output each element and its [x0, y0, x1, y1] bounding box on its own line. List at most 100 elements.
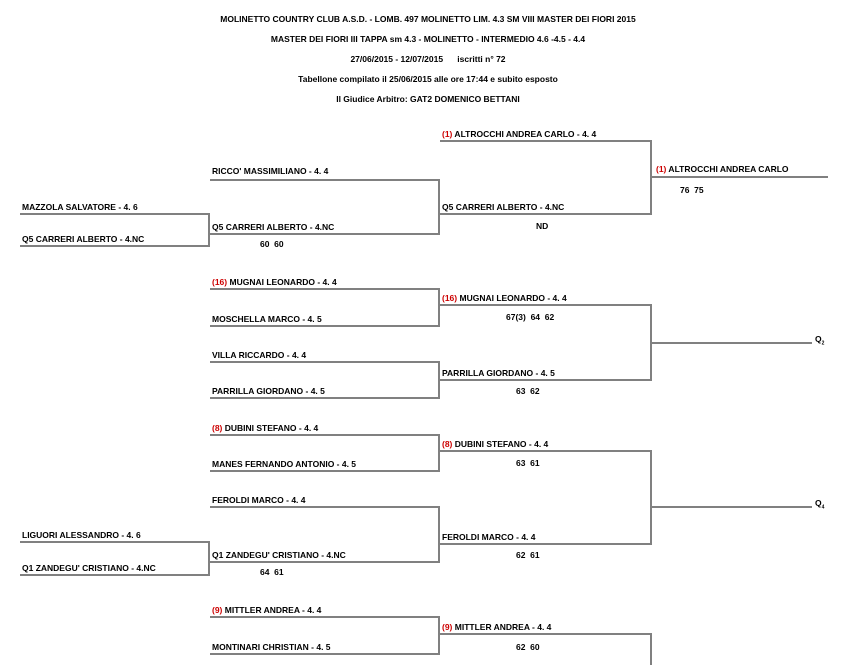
r2-line: [440, 213, 652, 215]
r1-line: [210, 325, 440, 327]
player-name: DUBINI STEFANO - 4. 4: [222, 423, 319, 433]
r2-line: [440, 304, 652, 306]
r2-line: [440, 543, 652, 545]
r1-line: [210, 470, 440, 472]
r2-player: (16) MUGNAI LEONARDO - 4. 4: [442, 293, 567, 303]
r2-score: 63 62: [516, 386, 540, 396]
player-name: FEROLDI MARCO - 4. 4: [442, 532, 536, 542]
r2-score: ND: [536, 221, 549, 231]
seed: (8): [442, 439, 453, 449]
r2-player: FEROLDI MARCO - 4. 4: [442, 532, 536, 542]
seed: (9): [212, 605, 223, 615]
header-line-2: MASTER DEI FIORI III TAPPA sm 4.3 - MOLI…: [270, 34, 586, 44]
player-name: MANES FERNANDO ANTONIO - 4. 5: [212, 459, 357, 469]
player-name: MITTLER ANDREA - 4. 4: [222, 605, 322, 615]
r1-player: (9) MITTLER ANDREA - 4. 4: [212, 605, 321, 615]
player-name: ALTROCCHI ANDREA CARLO: [666, 164, 789, 174]
r2-connector: [650, 140, 652, 215]
qualifier-label: Q2: [815, 334, 824, 347]
seed: (16): [212, 277, 228, 287]
r2-score: 67(3) 64 62: [506, 312, 555, 322]
r2-connector: [650, 633, 652, 665]
header-line-4: Tabellone compilato il 25/06/2015 alle o…: [298, 74, 558, 84]
header-line-3: 27/06/2015 - 12/07/2015 iscritti n° 72: [350, 54, 506, 64]
r3-line: [652, 176, 828, 178]
r3-score: 76 75: [680, 185, 704, 195]
r1-player: MONTINARI CHRISTIAN - 4. 5: [212, 642, 331, 652]
r1-player: (16) MUGNAI LEONARDO - 4. 4: [212, 277, 337, 287]
r3-player: (1) ALTROCCHI ANDREA CARLO: [656, 164, 789, 174]
player-name: PARRILLA GIORDANO - 4. 5: [442, 368, 555, 378]
r1-player: (8) DUBINI STEFANO - 4. 4: [212, 423, 318, 433]
player-name: PARRILLA GIORDANO - 4. 5: [212, 386, 325, 396]
r1-player: Q5 CARRERI ALBERTO - 4.NC: [212, 222, 334, 232]
r1-player: RICCO' MASSIMILIANO - 4. 4: [212, 166, 328, 176]
r0-connector: [208, 213, 210, 247]
r1-connector: [438, 361, 440, 399]
player-name: Q5 CARRERI ALBERTO - 4.NC: [212, 222, 335, 232]
r1-player: FEROLDI MARCO - 4. 4: [212, 495, 306, 505]
r2-score: 62 61: [516, 550, 540, 560]
r2-player: (9) MITTLER ANDREA - 4. 4: [442, 622, 551, 632]
r1-player: MANES FERNANDO ANTONIO - 4. 5: [212, 459, 356, 469]
seed: (1): [656, 164, 667, 174]
r2-line: [440, 140, 652, 142]
r1-line: [210, 179, 440, 181]
qualifier-letter: Q: [815, 334, 822, 344]
r0-connector: [208, 541, 210, 576]
r1-player: Q1 ZANDEGU' CRISTIANO - 4.NC: [212, 550, 346, 560]
r1-player: MOSCHELLA MARCO - 4. 5: [212, 314, 322, 324]
r1-connector: [438, 179, 440, 235]
r1-connector: [438, 616, 440, 655]
qualifier-number: 4: [821, 504, 825, 511]
player-name: VILLA RICCARDO - 4. 4: [212, 350, 307, 360]
header-line-1: MOLINETTO COUNTRY CLUB A.S.D. - LOMB. 49…: [220, 14, 636, 24]
r2-connector: [650, 450, 652, 545]
r0-line: [20, 574, 210, 576]
player-name: MOSCHELLA MARCO - 4. 5: [212, 314, 322, 324]
seed: (1): [442, 129, 453, 139]
seed: (9): [442, 622, 453, 632]
r2-line: [440, 379, 652, 381]
r1-line: [210, 288, 440, 290]
r0-player: MAZZOLA SALVATORE - 4. 6: [22, 202, 138, 212]
r3-line: [652, 342, 812, 344]
r1-connector: [438, 434, 440, 472]
r0-line: [20, 541, 210, 543]
r2-player: (8) DUBINI STEFANO - 4. 4: [442, 439, 548, 449]
r1-line: [210, 653, 440, 655]
r0-player: LIGUORI ALESSANDRO - 4. 6: [22, 530, 141, 540]
r2-score: 63 61: [516, 458, 540, 468]
player-name: ALTROCCHI ANDREA CARLO - 4. 4: [452, 129, 597, 139]
r1-player: PARRILLA GIORDANO - 4. 5: [212, 386, 325, 396]
r1-line: [210, 397, 440, 399]
r0-player: Q5 CARRERI ALBERTO - 4.NC: [22, 234, 145, 244]
player-name: MUGNAI LEONARDO - 4. 4: [227, 277, 337, 287]
player-name: MITTLER ANDREA - 4. 4: [452, 622, 552, 632]
r2-line: [440, 450, 652, 452]
r1-connector: [438, 288, 440, 327]
qualifier-label: Q4: [815, 498, 824, 511]
player-name: MUGNAI LEONARDO - 4. 4: [457, 293, 567, 303]
r2-player: Q5 CARRERI ALBERTO - 4.NC: [442, 202, 564, 212]
r1-line: [210, 616, 440, 618]
qualifier-letter: Q: [815, 498, 822, 508]
r1-score: 60 60: [260, 239, 284, 249]
r1-player: VILLA RICCARDO - 4. 4: [212, 350, 306, 360]
r1-line: [210, 434, 440, 436]
seed: (16): [442, 293, 458, 303]
r3-line: [652, 506, 812, 508]
r0-player: Q1 ZANDEGU' CRISTIANO - 4.NC: [22, 563, 156, 573]
player-name: Q1 ZANDEGU' CRISTIANO - 4.NC: [212, 550, 346, 560]
r1-line: [210, 361, 440, 363]
r1-line: [210, 233, 440, 235]
r1-connector: [438, 506, 440, 563]
player-name: Q5 CARRERI ALBERTO - 4.NC: [442, 202, 565, 212]
seed: (8): [212, 423, 223, 433]
r1-score: 64 61: [260, 567, 284, 577]
r0-line: [20, 245, 210, 247]
player-name: RICCO' MASSIMILIANO - 4. 4: [212, 166, 329, 176]
player-name: DUBINI STEFANO - 4. 4: [452, 439, 549, 449]
header-line-5: Il Giudice Arbitro: GAT2 DOMENICO BETTAN…: [336, 94, 520, 104]
player-name: FEROLDI MARCO - 4. 4: [212, 495, 306, 505]
